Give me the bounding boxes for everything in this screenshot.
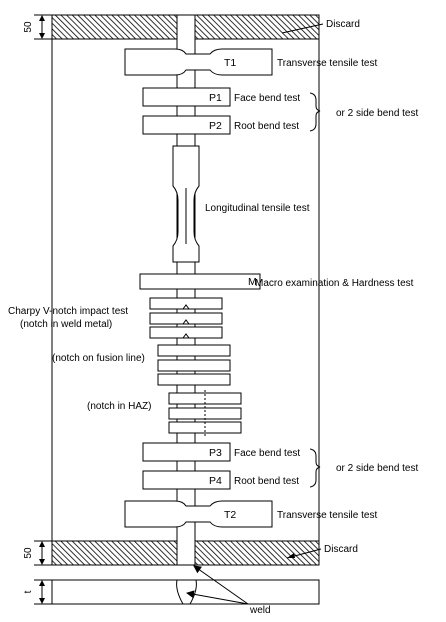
haz-label: (notch in HAZ) (87, 401, 151, 412)
discard-top-label: Discard (326, 19, 360, 30)
t1-code: T1 (224, 57, 236, 69)
dimension-top: 50 (23, 14, 52, 40)
plate-cross-section (51, 579, 320, 605)
p3-label: Face bend test (234, 448, 300, 459)
m-code: M (248, 276, 257, 288)
dimension-bottom: 50 (23, 540, 52, 566)
dimension-bottom-label: 50 (23, 547, 34, 559)
dimension-top-label: 50 (23, 21, 34, 33)
specimen-t1: T1 (124, 48, 273, 76)
weld-bead-section (176, 579, 197, 605)
specimen-p4 (142, 470, 231, 490)
macro-label: Macro examination & Hardness test (255, 278, 414, 289)
charpy-fusion-line-group (157, 344, 231, 386)
specimen-p2 (142, 115, 231, 135)
side-bend-brace-bottom (309, 448, 321, 488)
p2-code: P2 (209, 120, 222, 132)
charpy-label-line2: (notch in weld metal) (20, 319, 112, 330)
p3-code: P3 (209, 447, 222, 459)
side-bend-top-label: or 2 side bend test (336, 108, 418, 119)
charpy-label-line1: Charpy V-notch impact test (8, 306, 128, 317)
p1-label: Face bend test (234, 93, 300, 104)
thickness-label: t (23, 590, 34, 593)
t2-code: T2 (224, 509, 236, 521)
specimen-p1 (142, 87, 231, 107)
weld-label: weld (249, 605, 271, 616)
t2-label: Transverse tensile test (277, 510, 377, 521)
t1-label: Transverse tensile test (277, 58, 377, 69)
dimension-thickness: t (23, 579, 52, 605)
fusion-label: (notch on fusion line) (52, 353, 145, 364)
side-bend-bottom-label: or 2 side bend test (336, 463, 418, 474)
charpy-weld-metal-group (149, 297, 223, 339)
specimen-t2: T2 (124, 500, 273, 528)
p4-label: Root bend test (234, 476, 299, 487)
specimen-m (139, 273, 261, 290)
charpy-haz-group (168, 390, 242, 437)
discard-bottom-label: Discard (324, 544, 358, 555)
specimen-p3 (142, 442, 231, 462)
longitudinal-label: Longitudinal tensile test (205, 203, 310, 214)
p1-code: P1 (209, 92, 222, 104)
specimen-longitudinal (172, 145, 200, 263)
side-bend-brace-top (309, 92, 321, 132)
p4-code: P4 (209, 475, 222, 487)
p2-label: Root bend test (234, 121, 299, 132)
